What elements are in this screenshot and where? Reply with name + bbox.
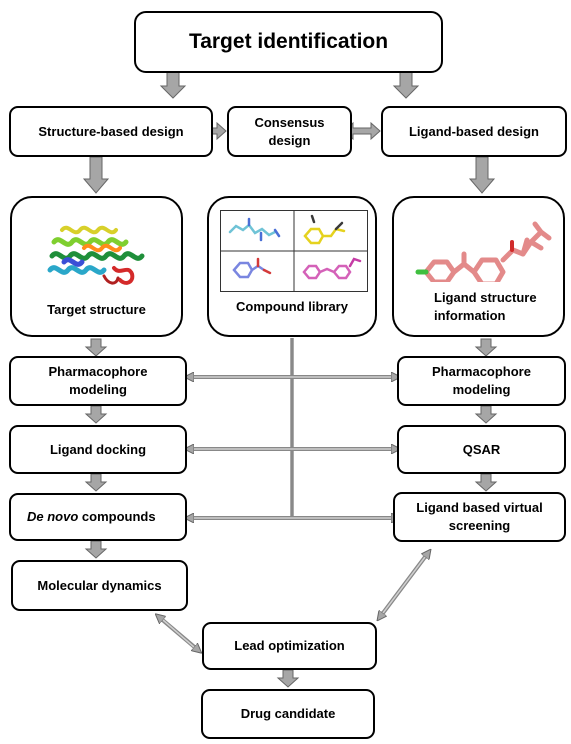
qsar-label: QSAR xyxy=(462,441,501,457)
ligand-virtual-screening-box: Ligand based virtual screening xyxy=(393,492,566,542)
down-arrow-lbd xyxy=(468,156,496,194)
down-arrow-title-left xyxy=(159,71,187,99)
lead-optimization-box: Lead optimization xyxy=(202,622,377,670)
down-arrow-r2 xyxy=(474,405,498,424)
consensus-design-box: Consensus design xyxy=(227,106,352,157)
right-pharmacophore-box: Pharmacophore modeling xyxy=(397,356,566,406)
down-arrow-r1 xyxy=(474,338,498,357)
lead-optimization-label: Lead optimization xyxy=(234,638,345,653)
ligand-docking-box: Ligand docking xyxy=(9,425,187,474)
down-arrow-title-right xyxy=(392,71,420,99)
right-pharmacophore-label: Pharmacophore modeling xyxy=(432,364,531,397)
target-structure-box: Target structure xyxy=(10,196,183,337)
molecular-dynamics-box: Molecular dynamics xyxy=(11,560,188,611)
denovo-italic-text: De novo xyxy=(27,509,79,524)
down-arrow-l4 xyxy=(84,540,108,559)
consensus-design-label: Consensus design xyxy=(254,114,325,148)
down-arrow-r3 xyxy=(474,473,498,492)
ligand-based-design-box: Ligand-based design xyxy=(381,106,567,157)
ligand-docking-label: Ligand docking xyxy=(49,441,147,457)
molecule-grid-icon xyxy=(220,210,368,292)
structure-based-design-label: Structure-based design xyxy=(38,123,184,139)
down-arrow-l2 xyxy=(84,405,108,424)
compound-library-label: Compound library xyxy=(236,299,348,314)
down-arrow-lead xyxy=(276,669,300,688)
ligand-virtual-screening-label: Ligand based virtual screening xyxy=(416,500,543,533)
denovo-compounds-label: De novo compounds xyxy=(27,508,156,526)
down-arrow-l1 xyxy=(84,338,108,357)
ligand-stick-icon xyxy=(415,221,552,282)
ligand-structure-label: Ligand structure information xyxy=(434,290,537,323)
down-arrow-sbd xyxy=(82,156,110,194)
denovo-rest-text: compounds xyxy=(78,509,156,524)
denovo-compounds-box: De novo compounds xyxy=(9,493,187,541)
compound-library-box: Compound library xyxy=(207,196,377,337)
target-identification-box: Target identification xyxy=(134,11,443,73)
double-arrow-consensus-lbd xyxy=(343,121,381,141)
qsar-box: QSAR xyxy=(397,425,566,474)
target-structure-label: Target structure xyxy=(47,302,146,317)
drug-candidate-box: Drug candidate xyxy=(201,689,375,739)
target-identification-label: Target identification xyxy=(188,30,389,53)
ligand-based-design-label: Ligand-based design xyxy=(408,123,539,139)
molecular-dynamics-label: Molecular dynamics xyxy=(37,577,162,593)
ligand-structure-box: Ligand structure information xyxy=(392,196,565,337)
drug-candidate-label: Drug candidate xyxy=(240,706,336,721)
structure-based-design-box: Structure-based design xyxy=(9,106,213,157)
left-pharmacophore-label: Pharmacophore modeling xyxy=(48,364,148,397)
left-pharmacophore-box: Pharmacophore modeling xyxy=(9,356,187,406)
down-arrow-l3 xyxy=(84,473,108,492)
protein-ribbon-icon xyxy=(47,225,145,285)
